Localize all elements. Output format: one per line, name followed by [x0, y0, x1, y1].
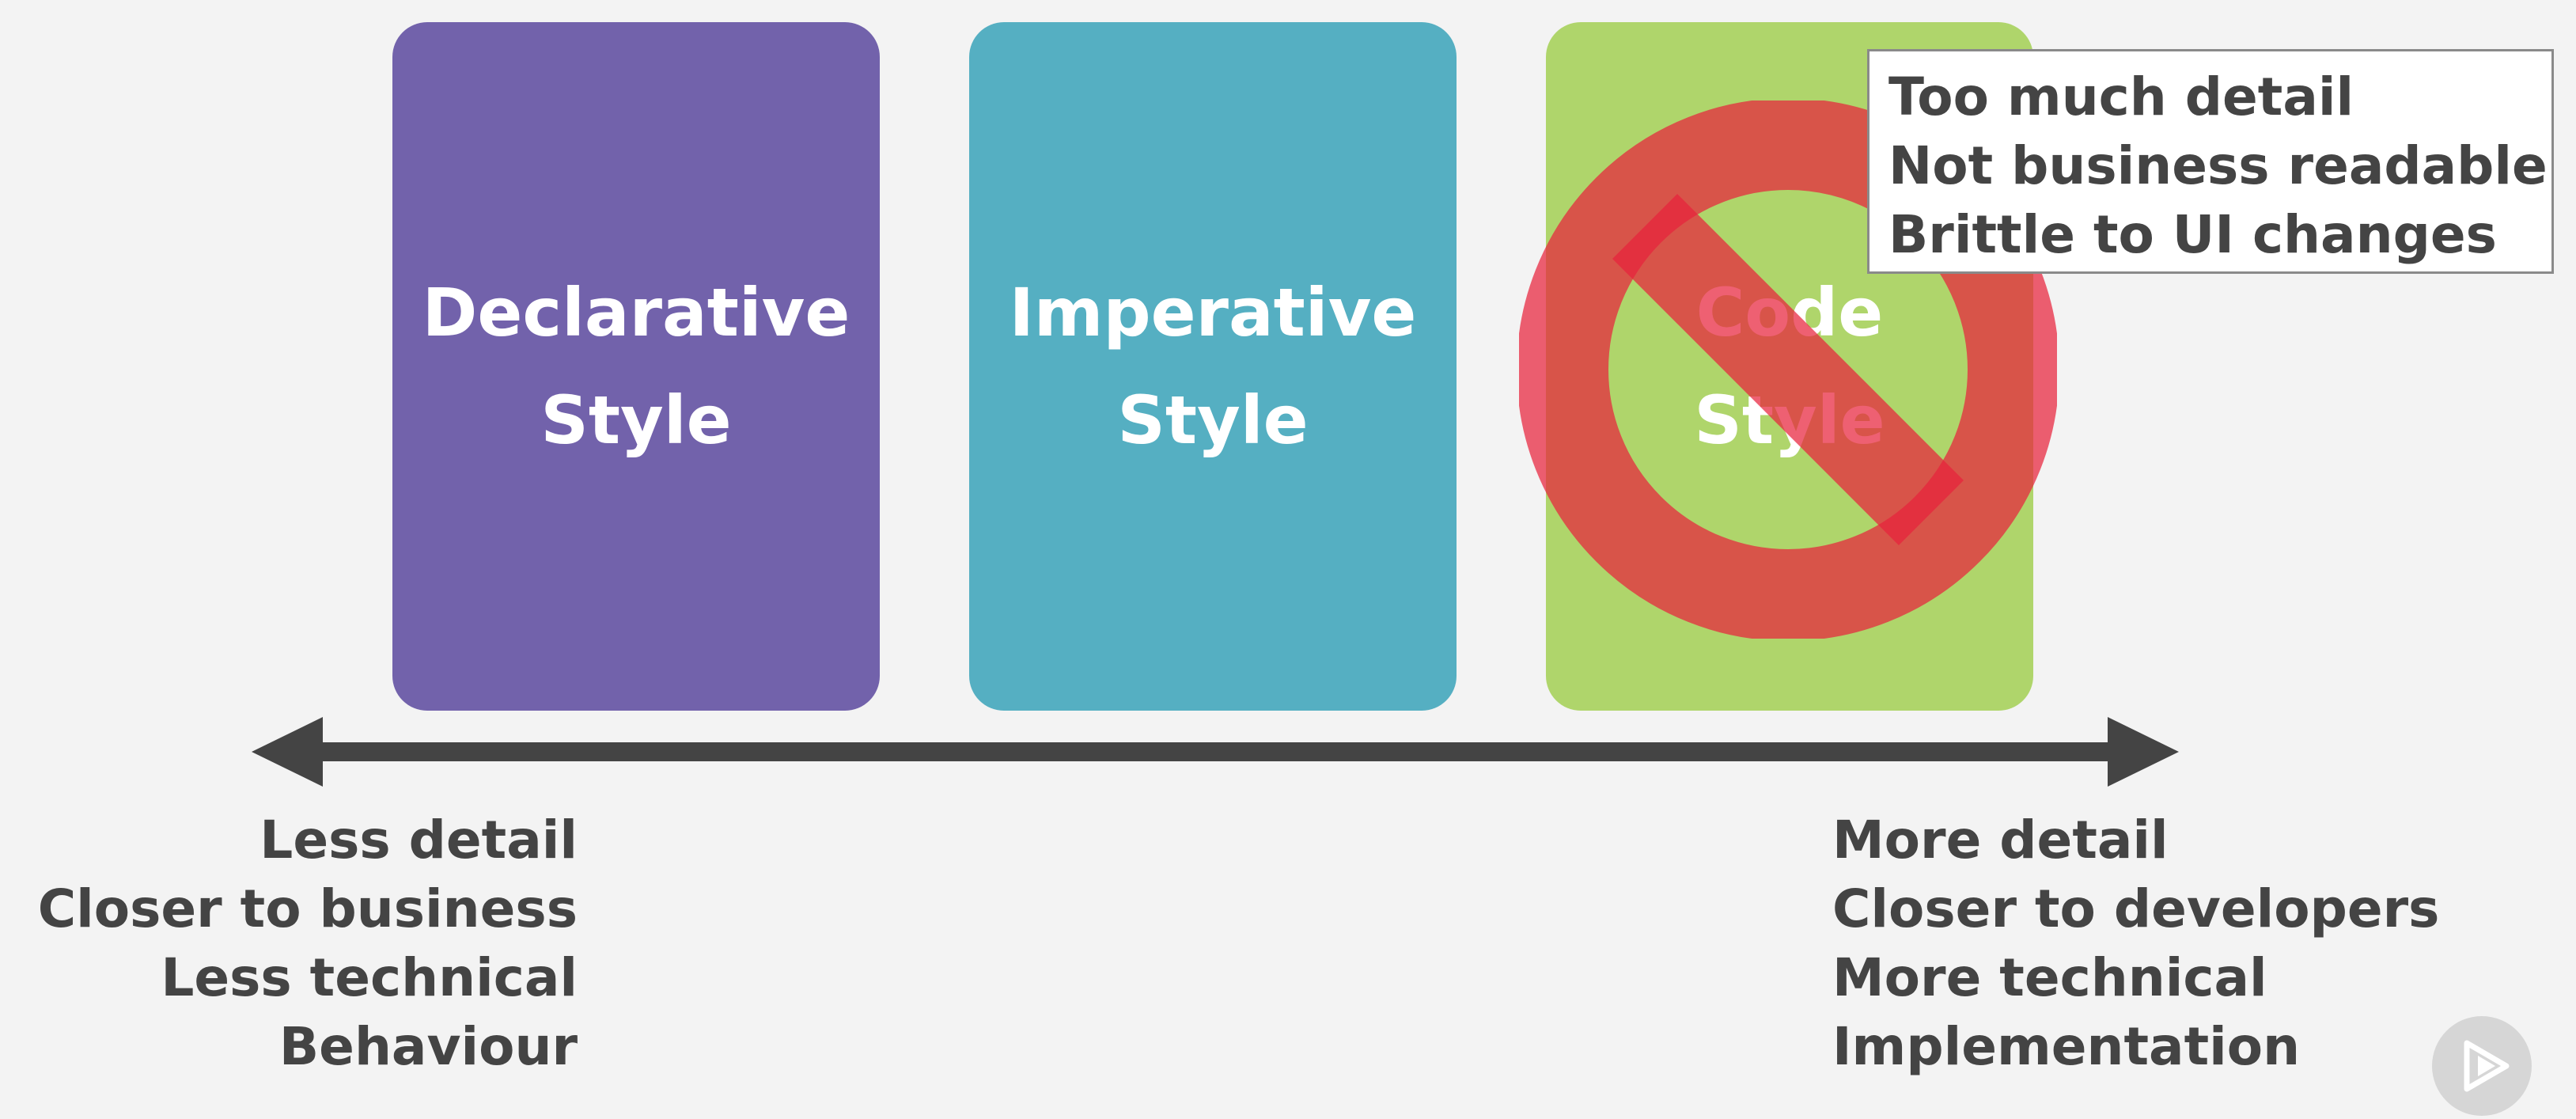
- imperative-style-label: Imperative Style: [1009, 274, 1417, 459]
- right-label: More detail: [1832, 810, 2169, 871]
- play-button[interactable]: [2432, 1016, 2532, 1116]
- callout-line: Too much detail: [1888, 66, 2354, 127]
- right-label: Implementation: [1832, 1016, 2301, 1077]
- left-label: Behaviour: [278, 1016, 578, 1077]
- more-detail-labels: More detail Closer to developers More te…: [1832, 806, 2439, 1081]
- play-icon: [2464, 1040, 2510, 1092]
- right-label: More technical: [1832, 947, 2267, 1008]
- declarative-style-label: Declarative Style: [422, 274, 850, 459]
- no-sign-icon: [1519, 101, 2057, 639]
- left-label: Less technical: [161, 947, 578, 1008]
- code-style-callout: Too much detail Not business readable Br…: [1867, 49, 2554, 274]
- left-label: Less detail: [259, 810, 578, 871]
- double-headed-arrow-icon: [252, 717, 2179, 787]
- callout-line: Not business readable: [1888, 135, 2548, 196]
- imperative-style-card: Imperative Style: [969, 22, 1457, 711]
- callout-line: Brittle to UI changes: [1888, 204, 2497, 265]
- less-detail-labels: Less detail Closer to business Less tech…: [38, 806, 578, 1081]
- declarative-style-card: Declarative Style: [392, 22, 880, 711]
- left-label: Closer to business: [37, 878, 578, 939]
- right-label: Closer to developers: [1832, 878, 2440, 939]
